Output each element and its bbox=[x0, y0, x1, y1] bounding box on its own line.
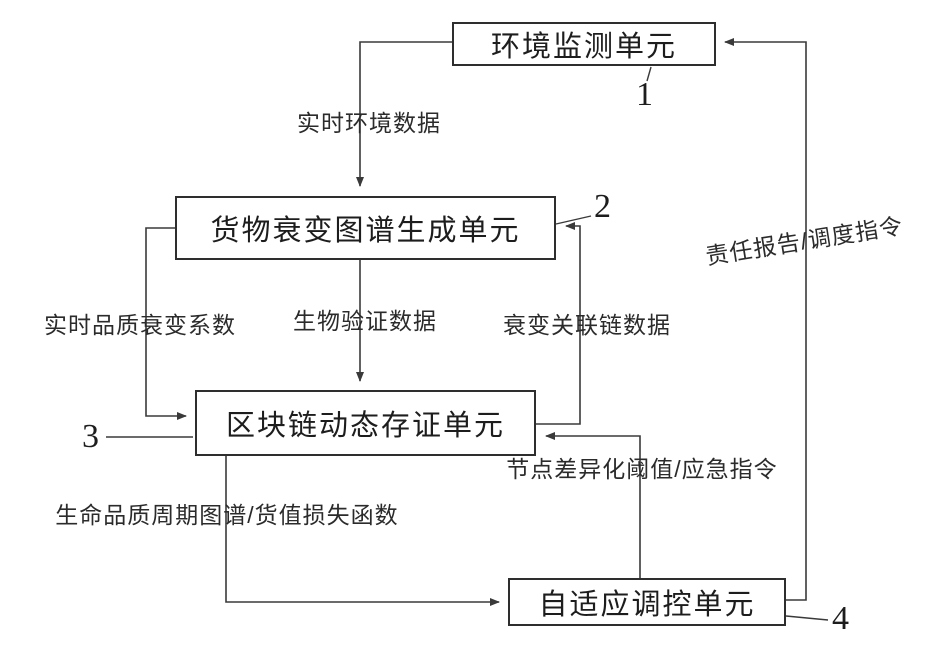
ref-line-2 bbox=[555, 215, 592, 225]
arrow-control-to-chain bbox=[545, 432, 641, 578]
edge-label-node-threshold-emergency-command: 节点差异化阈值/应急指令 bbox=[506, 456, 778, 482]
node-cargo-decay-map-generation-unit: 货物衰变图谱生成单元 bbox=[175, 196, 556, 260]
edge-label-quality-decay-coefficient: 实时品质衰变系数 bbox=[44, 312, 236, 338]
node-label: 自适应调控单元 bbox=[538, 589, 756, 621]
edge-label-bio-verification-data: 生物验证数据 bbox=[293, 308, 437, 334]
ref-numeral-2: 2 bbox=[594, 188, 611, 225]
arrow-decay-to-chain-left bbox=[145, 227, 187, 420]
arrow-env-to-decay bbox=[356, 41, 452, 187]
node-label: 环境监测单元 bbox=[490, 31, 677, 63]
arrow-chain-to-decay bbox=[536, 222, 581, 425]
node-label: 货物衰变图谱生成单元 bbox=[210, 215, 521, 247]
node-environment-monitoring-unit: 环境监测单元 bbox=[452, 22, 716, 66]
node-label: 区块链动态存证单元 bbox=[225, 410, 505, 442]
arrow-control-to-env bbox=[724, 38, 807, 601]
edge-label-realtime-env-data: 实时环境数据 bbox=[297, 110, 441, 136]
arrow-chain-to-control bbox=[225, 456, 500, 606]
edge-label-decay-association-chain-data: 衰变关联链数据 bbox=[503, 312, 671, 338]
ref-numeral-1: 1 bbox=[636, 76, 653, 113]
node-blockchain-dynamic-evidence-unit: 区块链动态存证单元 bbox=[195, 390, 536, 456]
node-adaptive-control-unit: 自适应调控单元 bbox=[508, 578, 786, 626]
ref-numeral-4: 4 bbox=[832, 600, 849, 637]
edge-label-life-quality-cycle-map-loss-function: 生命品质周期图谱/货值损失函数 bbox=[55, 502, 399, 528]
ref-line-1 bbox=[646, 66, 652, 82]
ref-line-4 bbox=[785, 615, 829, 621]
ref-numeral-3: 3 bbox=[82, 418, 99, 455]
